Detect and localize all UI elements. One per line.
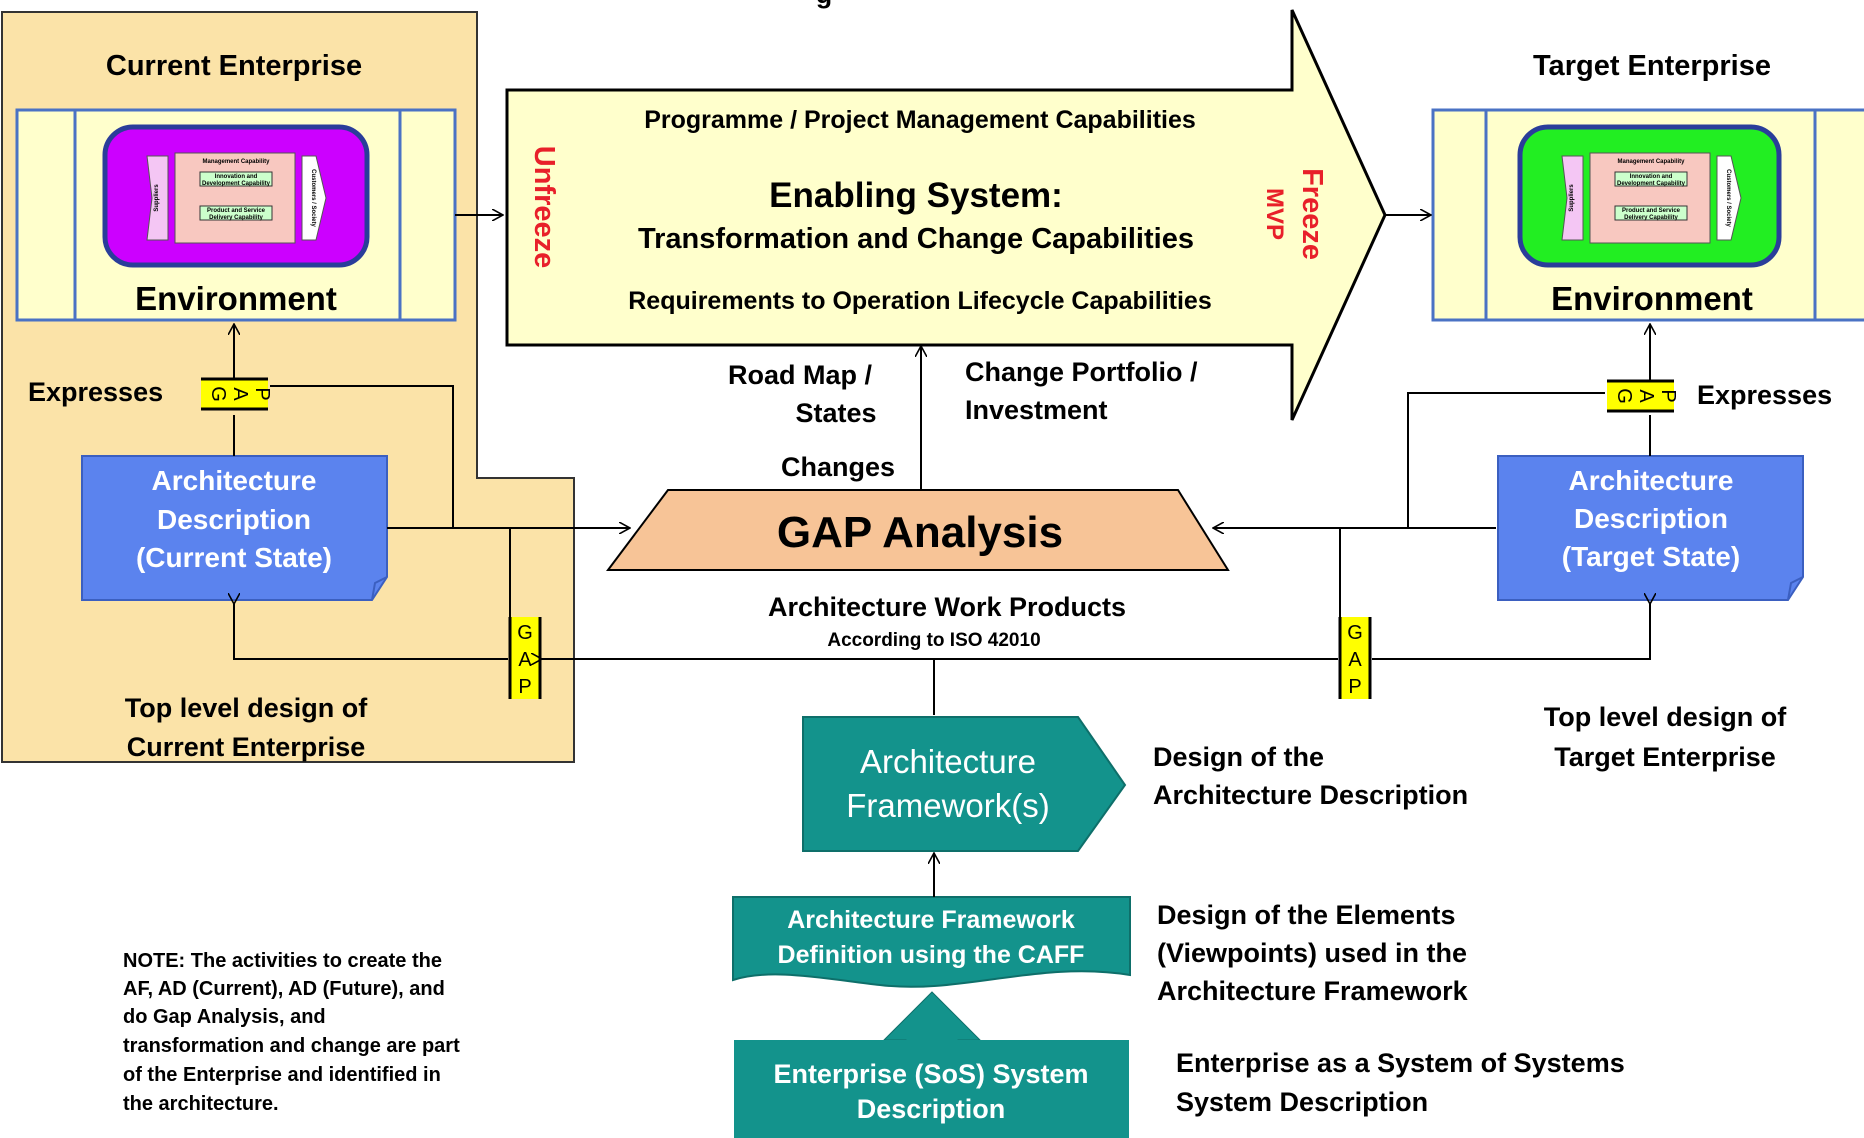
sos-desc-line-2: System Description xyxy=(1176,1087,1428,1117)
target-top-level-line-2: Target Enterprise xyxy=(1554,742,1776,772)
target-architecture-description-box xyxy=(1497,455,1804,601)
gap-letter: A xyxy=(1348,649,1362,671)
framework-desc-line-2: Architecture Description xyxy=(1153,780,1468,810)
caff-box xyxy=(732,896,1131,988)
roadmap-line-2: States xyxy=(795,398,876,428)
note-line-5: of the Enterprise and identified in xyxy=(123,1064,441,1086)
changes-label: Changes xyxy=(781,452,895,482)
arrow-heading: Enabling System: xyxy=(769,176,1063,215)
gap-letter: G xyxy=(1347,622,1363,644)
inset-innovation-label-1: Innovation and xyxy=(1630,174,1673,180)
current-enterprise-title: Current Enterprise xyxy=(106,50,362,82)
arrow-line-1: Programme / Project Management Capabilit… xyxy=(644,106,1196,134)
gap-letter: P xyxy=(1657,389,1679,402)
inset-product-label-1: Product and Service xyxy=(1622,208,1681,214)
sos-line-1: Enterprise (SoS) System xyxy=(773,1059,1088,1089)
framework-line-1: Architecture xyxy=(860,743,1036,780)
target-enterprise-title: Target Enterprise xyxy=(1533,50,1771,82)
sos-desc-line-1: Enterprise as a System of Systems xyxy=(1176,1048,1625,1078)
target-environment-label: Environment xyxy=(1551,280,1753,317)
target-environment-box: Management Capability Innovation and Dev… xyxy=(1431,108,1864,322)
current-top-level-line-2: Current Enterprise xyxy=(127,732,366,762)
title-fragment: g xyxy=(816,0,833,9)
gap-letter: A xyxy=(518,649,532,671)
target-work-products-gap-badge: G A P xyxy=(1338,617,1372,699)
note-line-6: the architecture. xyxy=(123,1093,279,1115)
target-arch-desc-line-1: Architecture xyxy=(1569,465,1734,496)
current-architecture-description-box xyxy=(81,455,388,601)
current-work-products-gap-badge: G A P xyxy=(508,617,542,699)
unfreeze-label: Unfreeze xyxy=(528,146,560,269)
portfolio-line-2: Investment xyxy=(965,395,1108,425)
inset-innovation-label-2: Development Capability xyxy=(202,181,271,187)
current-environment-box: Management Capability Innovation and Dev… xyxy=(15,108,457,322)
current-expresses-label: Expresses xyxy=(28,377,163,407)
connectors xyxy=(234,215,1650,897)
inset-product-label-2: Delivery Capability xyxy=(209,215,263,221)
current-arch-desc-line-3: (Current State) xyxy=(136,542,332,573)
inset-management-label: Management Capability xyxy=(202,159,270,165)
note-line-1: NOTE: The activities to create the xyxy=(123,950,442,972)
architecture-framework-box xyxy=(802,716,1127,852)
gap-letter: A xyxy=(229,387,251,401)
gap-letter: G xyxy=(207,386,229,402)
note-line-2: AF, AD (Current), AD (Future), and xyxy=(123,978,445,1000)
arrow-line-3: Requirements to Operation Lifecycle Capa… xyxy=(628,287,1211,315)
note-line-4: transformation and change are part xyxy=(123,1035,460,1057)
gap-analysis-label: GAP Analysis xyxy=(777,508,1063,557)
caff-desc-line-3: Architecture Framework xyxy=(1157,976,1469,1006)
gap-letter: A xyxy=(1635,389,1657,403)
inset-customers-label: Customers / Society xyxy=(1725,169,1731,227)
inset-product-label-2: Delivery Capability xyxy=(1624,215,1678,221)
target-expresses-gap-badge: G A P xyxy=(1607,379,1679,413)
inset-product-label-1: Product and Service xyxy=(207,208,266,214)
enabling-system-arrow xyxy=(505,9,1387,421)
gap-letter: P xyxy=(251,387,273,400)
caff-line-1: Architecture Framework xyxy=(787,906,1075,934)
gap-letter: G xyxy=(1613,388,1635,404)
gap-letter: G xyxy=(517,622,533,644)
arrow-line-2: Transformation and Change Capabilities xyxy=(638,223,1194,255)
caff-desc-line-1: Design of the Elements xyxy=(1157,900,1456,930)
roadmap-line-1: Road Map / xyxy=(728,360,873,390)
target-arch-desc-line-2: Description xyxy=(1574,503,1728,534)
current-top-level-line-1: Top level design of xyxy=(125,693,369,723)
framework-desc-line-1: Design of the xyxy=(1153,742,1324,772)
work-products-label: Architecture Work Products xyxy=(768,592,1126,622)
sos-line-2: Description xyxy=(857,1094,1006,1124)
current-environment-label: Environment xyxy=(135,280,337,317)
target-arch-desc-line-3: (Target State) xyxy=(1562,541,1740,572)
gap-letter: P xyxy=(518,676,531,698)
gap-letter: P xyxy=(1348,676,1361,698)
target-top-level-line-1: Top level design of xyxy=(1544,702,1788,732)
caff-line-2: Definition using the CAFF xyxy=(778,941,1085,969)
inset-suppliers-label: Suppliers xyxy=(154,184,160,212)
portfolio-line-1: Change Portfolio / xyxy=(965,357,1198,387)
mvp-label: MVP xyxy=(1261,188,1288,240)
target-expresses-label: Expresses xyxy=(1697,380,1832,410)
current-arch-desc-line-1: Architecture xyxy=(152,465,317,496)
freeze-label: Freeze xyxy=(1296,168,1328,260)
inset-suppliers-label: Suppliers xyxy=(1569,184,1575,212)
sos-box xyxy=(734,1040,1129,1138)
framework-line-2: Framework(s) xyxy=(846,787,1050,824)
iso-label: According to ISO 42010 xyxy=(827,630,1040,651)
inset-innovation-label-2: Development Capability xyxy=(1617,181,1686,187)
inset-management-label: Management Capability xyxy=(1617,159,1685,165)
inset-innovation-label-1: Innovation and xyxy=(215,174,258,180)
gap-analysis-box xyxy=(606,489,1230,571)
caff-desc-line-2: (Viewpoints) used in the xyxy=(1157,938,1467,968)
current-arch-desc-line-2: Description xyxy=(157,504,311,535)
inset-customers-label: Customers / Society xyxy=(310,169,316,227)
note-line-3: do Gap Analysis, and xyxy=(123,1006,326,1028)
current-expresses-gap-badge: G A P xyxy=(201,377,273,411)
